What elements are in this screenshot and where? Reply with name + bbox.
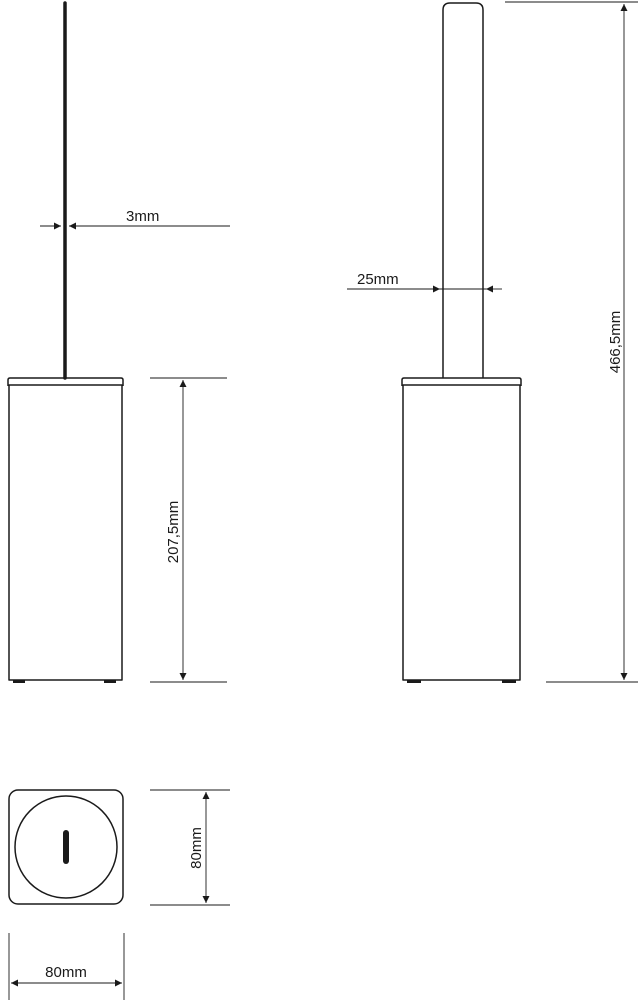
holder-foot-left [13,680,25,683]
dimension-rod-diameter: 3mm [40,208,230,230]
holder-body [8,384,123,681]
top-view-base [8,789,124,905]
rod-diameter-label: 3mm [126,208,159,225]
brush-handle [442,2,484,378]
front-view-brush-handle [401,2,522,683]
holder-body [402,384,521,681]
base-depth-label: 80mm [188,827,205,869]
brush-slot [63,830,69,864]
holder-foot-left [407,680,421,683]
handle-width-label: 25mm [357,271,399,288]
side-view-brush-rod [7,1,124,683]
holder-foot-right [104,680,116,683]
base-outline [8,789,124,905]
holder-foot-right [502,680,516,683]
holder-cap [401,377,522,386]
holder-cap [7,377,124,386]
base-width-label: 80mm [45,964,87,981]
dimension-total-height: 466,5mm [505,1,638,683]
total-height-label: 466,5mm [607,311,624,374]
dimension-base-width: 80mm [8,933,125,1000]
holder-height-label: 207,5mm [165,501,182,564]
dimension-base-depth: 80mm [150,789,230,906]
dimension-holder-height: 207,5mm [150,377,227,683]
dimension-handle-width: 25mm [347,271,502,293]
base-lid-circle [14,795,118,899]
